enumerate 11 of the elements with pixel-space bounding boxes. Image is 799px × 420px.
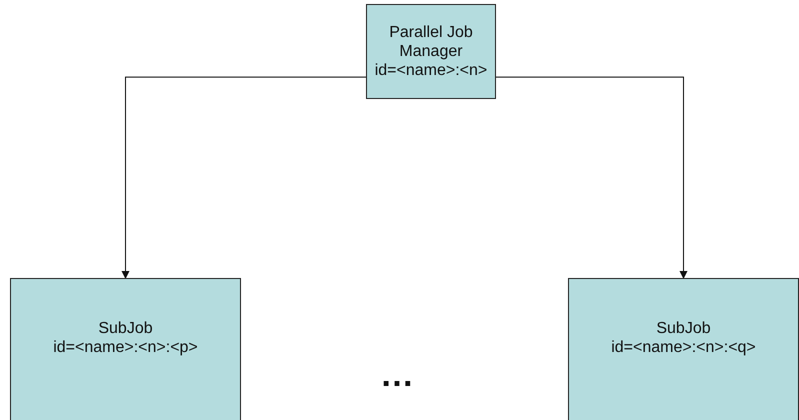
node-title: SubJob [656, 319, 711, 338]
connector-arrow [496, 76, 688, 279]
process-box [10, 278, 241, 420]
connector-arrow [122, 76, 366, 279]
process-box [366, 4, 496, 99]
ellipsis-label: … [380, 356, 414, 395]
node-id: id=<name>:<n>:<q> [611, 338, 756, 357]
process-box [568, 278, 799, 420]
node-id: id=<name>:<n> [374, 61, 488, 80]
node-title: SubJob [98, 319, 153, 338]
node-id: id=<name>:<n>:<p> [53, 338, 198, 357]
